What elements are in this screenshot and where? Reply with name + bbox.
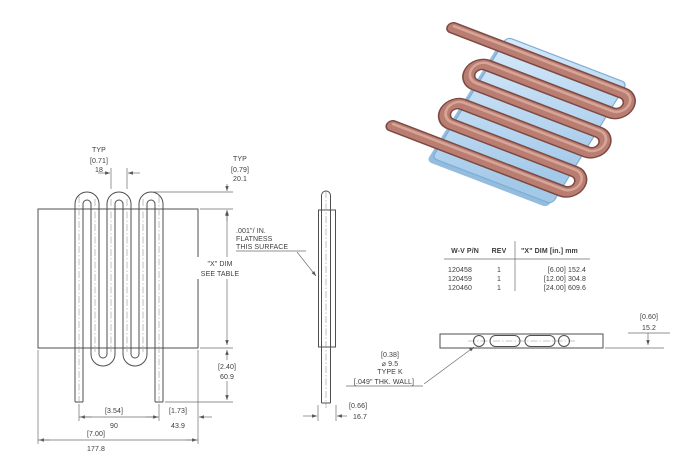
tube-note-line2: ⌀ 9.5 (382, 361, 398, 368)
table-row: 120458 1 [6.00] 152.4 (448, 267, 586, 274)
tube-bend-slot (524, 335, 556, 347)
cell-xdim: [6.00] 152.4 (548, 267, 586, 274)
tube-end-circle (473, 335, 485, 347)
dim-offset-mm: 43.9 (171, 423, 185, 430)
dim-protrusion-in: [0.79] (231, 167, 249, 174)
iso-view (385, 22, 636, 207)
dim-height-in: [0.60] (640, 314, 658, 321)
cell-pn: 120459 (448, 276, 472, 283)
dim-width-in: [7.00] (87, 431, 105, 438)
side-view: .001"/ IN. FLATNESS THIS SURFACE [0.66] … (236, 190, 367, 421)
dim-thickness-in: [0.66] (349, 403, 367, 410)
tube-note-line3: TYPE K (377, 369, 403, 376)
dim-pitch-in: [0.71] (90, 158, 108, 165)
flatness-note-line3: THIS SURFACE (236, 244, 288, 251)
table-header-rev: REV (492, 248, 507, 255)
flatness-note-line2: FLATNESS (236, 236, 273, 243)
copper-tube-highlight-3d (391, 24, 632, 192)
cell-pn: 120460 (448, 285, 472, 292)
cell-pn: 120458 (448, 267, 472, 274)
dim-height-mm: 15.2 (642, 325, 656, 332)
dim-stub-in: [2.40] (218, 364, 236, 371)
dim-x-line2: SEE TABLE (201, 271, 240, 278)
tube-note-line1: [0.38] (381, 352, 399, 359)
dim-pitch-typ: TYP (92, 147, 106, 154)
plate-side-outline (318, 209, 336, 348)
dim-protrusion-mm: 20.1 (233, 176, 247, 183)
dim-width-mm: 177.8 (87, 446, 105, 453)
front-view: TYP [0.71] 18 TYP [0.79] 20.1 "X" DIM SE… (37, 147, 249, 453)
dim-span-in: [3.54] (105, 408, 123, 415)
table-header-xdim: "X" DIM [in.] mm (521, 248, 578, 255)
dim-thickness-mm: 16.7 (353, 414, 367, 421)
plan-view: [0.38] ⌀ 9.5 TYPE K [.049" THK. WALL] [0… (346, 314, 670, 387)
plate-front-outline (37, 208, 199, 349)
dim-protrusion-typ: TYP (233, 156, 247, 163)
dim-x-line1: "X" DIM (207, 261, 232, 268)
dim-offset-in: [1.73] (169, 408, 187, 415)
tube-bend-slot (489, 335, 521, 347)
table-header-pn: W-V P/N (451, 248, 479, 255)
tube-centerlines-front (78, 196, 160, 406)
cell-xdim: [12.00] 304.8 (544, 276, 586, 283)
spec-table: W-V P/N REV "X" DIM [in.] mm 120458 1 [6… (444, 241, 590, 292)
table-row: 120460 1 [24.00] 609.6 (448, 285, 586, 292)
table-row: 120459 1 [12.00] 304.8 (448, 276, 586, 283)
cell-xdim: [24.00] 609.6 (544, 285, 586, 292)
cell-rev: 1 (497, 276, 501, 283)
dim-stub-mm: 60.9 (220, 374, 234, 381)
flatness-note-line1: .001"/ IN. (236, 228, 266, 235)
plate-edge-outline (439, 333, 604, 349)
cell-rev: 1 (497, 267, 501, 274)
tube-note-line4: [.049" THK. WALL] (354, 379, 414, 386)
serpentine-tube-front (74, 191, 164, 403)
dim-pitch-mm: 18 (95, 167, 103, 174)
cell-rev: 1 (497, 285, 501, 292)
dim-span-mm: 90 (110, 423, 118, 430)
tube-end-circle (558, 335, 570, 347)
